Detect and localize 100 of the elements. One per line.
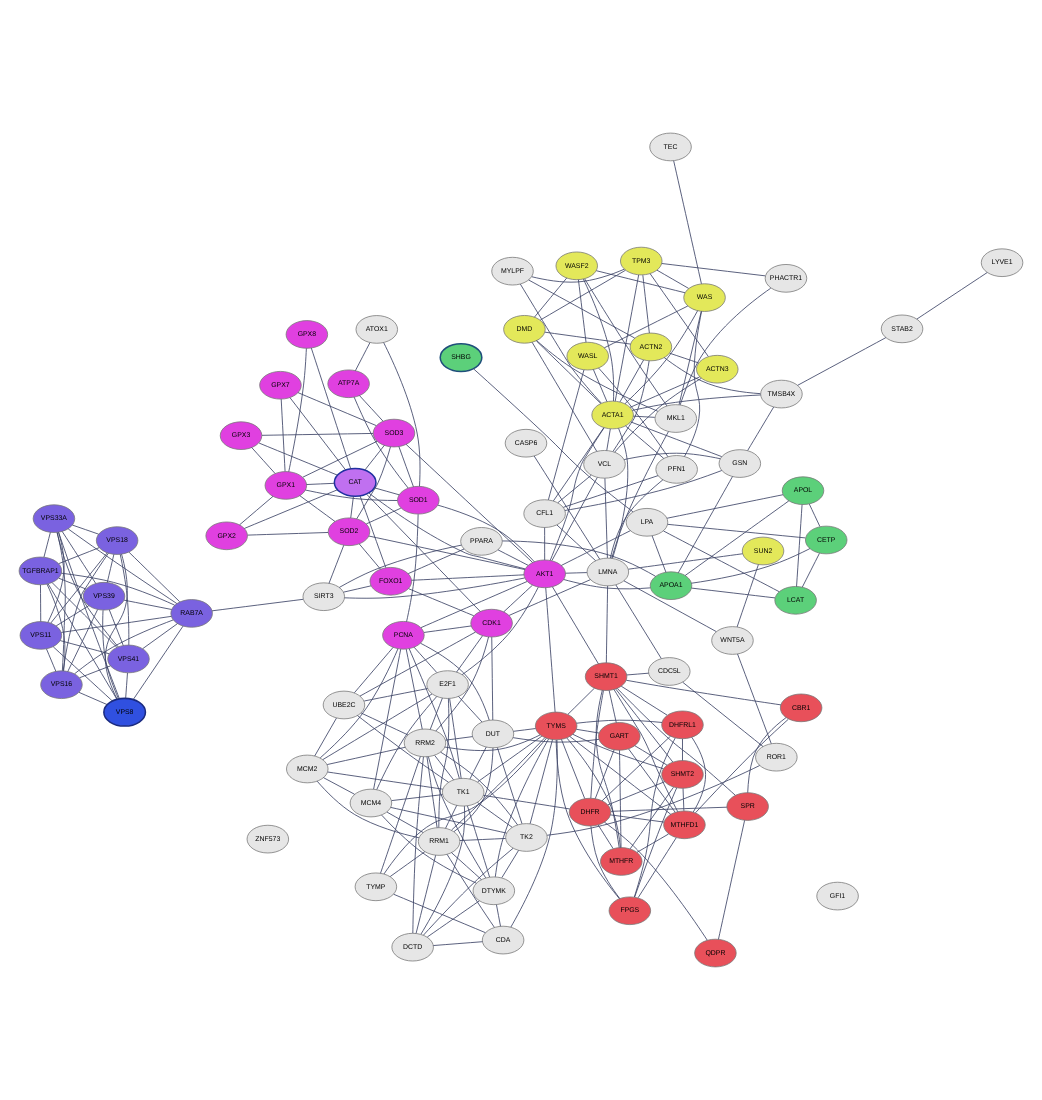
connector bbox=[412, 756, 424, 934]
connector bbox=[353, 396, 409, 489]
connector bbox=[366, 493, 481, 612]
connector bbox=[456, 635, 483, 673]
connector bbox=[629, 786, 674, 850]
connector bbox=[615, 688, 674, 763]
connector bbox=[614, 377, 702, 453]
connector bbox=[531, 341, 598, 452]
connector bbox=[451, 852, 482, 881]
connector bbox=[106, 553, 115, 583]
connector bbox=[501, 540, 656, 577]
connector bbox=[497, 549, 529, 566]
connector bbox=[434, 755, 454, 781]
connector bbox=[104, 553, 128, 700]
connector bbox=[389, 851, 426, 877]
connector bbox=[552, 427, 605, 502]
connector bbox=[365, 507, 402, 525]
connector bbox=[534, 277, 568, 318]
connector bbox=[243, 489, 338, 529]
connector bbox=[536, 340, 659, 412]
connector bbox=[451, 737, 546, 831]
connector bbox=[529, 739, 553, 825]
connector bbox=[445, 805, 458, 829]
connector bbox=[633, 737, 676, 898]
connector bbox=[677, 476, 733, 574]
connector bbox=[420, 642, 490, 721]
connector bbox=[629, 376, 701, 408]
connector bbox=[497, 747, 523, 825]
connector bbox=[606, 428, 611, 451]
connector bbox=[555, 739, 620, 900]
connector bbox=[477, 802, 513, 828]
connector bbox=[628, 553, 744, 570]
connector bbox=[595, 689, 620, 849]
connector bbox=[406, 513, 419, 622]
connector bbox=[40, 584, 42, 622]
connector bbox=[561, 739, 586, 799]
connector bbox=[358, 543, 381, 570]
connector bbox=[620, 685, 668, 716]
connector bbox=[508, 579, 591, 616]
connector bbox=[125, 672, 128, 699]
connector bbox=[74, 619, 174, 675]
connector bbox=[808, 503, 821, 527]
connector bbox=[58, 577, 87, 590]
connector bbox=[626, 672, 649, 676]
connector bbox=[62, 552, 109, 672]
connector bbox=[682, 681, 764, 747]
connector bbox=[393, 893, 486, 934]
connector bbox=[494, 738, 550, 878]
connector bbox=[615, 584, 662, 659]
connector bbox=[420, 581, 528, 629]
connector bbox=[314, 717, 337, 757]
connector bbox=[578, 279, 587, 343]
connector bbox=[539, 269, 626, 321]
connector bbox=[405, 648, 423, 730]
connector bbox=[60, 572, 176, 606]
connector bbox=[67, 528, 178, 604]
connector bbox=[519, 283, 602, 404]
connector bbox=[78, 691, 108, 705]
connector bbox=[461, 586, 539, 676]
connector bbox=[261, 433, 374, 436]
connector bbox=[445, 736, 473, 741]
connector bbox=[383, 342, 421, 487]
connector bbox=[512, 737, 600, 743]
connector bbox=[545, 587, 556, 713]
connector bbox=[616, 688, 736, 796]
connector bbox=[747, 406, 775, 451]
connector bbox=[562, 475, 659, 508]
connector bbox=[411, 574, 525, 581]
connector bbox=[651, 535, 667, 573]
connector bbox=[363, 688, 429, 702]
connector bbox=[326, 746, 406, 765]
connector bbox=[102, 609, 119, 700]
connector bbox=[46, 583, 66, 672]
connector bbox=[605, 585, 609, 664]
connector bbox=[608, 690, 617, 723]
connector bbox=[535, 340, 602, 404]
connector bbox=[56, 532, 66, 672]
connector bbox=[128, 551, 181, 603]
connector bbox=[297, 392, 377, 427]
connector bbox=[597, 824, 614, 849]
connector bbox=[566, 737, 621, 848]
connector bbox=[601, 735, 671, 802]
connector bbox=[407, 548, 465, 574]
connector bbox=[251, 447, 276, 474]
connector bbox=[637, 837, 677, 899]
connector bbox=[299, 495, 336, 522]
connector bbox=[338, 544, 462, 588]
connector bbox=[533, 455, 601, 560]
connector bbox=[737, 653, 772, 744]
connector bbox=[669, 352, 700, 364]
connector bbox=[625, 425, 665, 459]
connector bbox=[376, 696, 438, 790]
connector bbox=[547, 369, 585, 501]
connector bbox=[79, 665, 111, 679]
connector bbox=[373, 648, 402, 790]
connector bbox=[510, 739, 558, 928]
connector bbox=[211, 598, 304, 612]
connector bbox=[625, 679, 782, 706]
connector bbox=[604, 477, 608, 559]
connector bbox=[684, 500, 790, 576]
